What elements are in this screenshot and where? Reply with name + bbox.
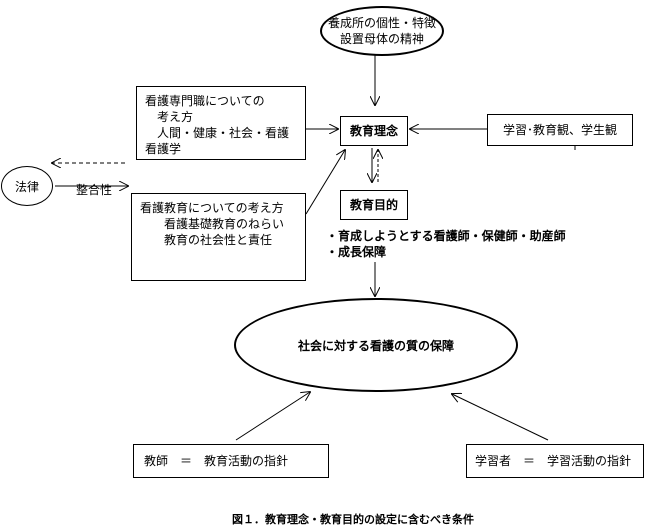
law-label: 法律 — [14, 179, 39, 194]
goal-bullet-1: ・育成しようとする看護師・保健師・助産師 — [326, 229, 566, 243]
arrow-teacher-to-quality — [235, 392, 310, 441]
consistency-label: 整合性 — [76, 183, 113, 197]
nursing-professional-box: 看護専門職についての 考え方 人間・健康・社会・看護 看護学 — [136, 86, 306, 160]
professional-line-1: 看護専門職についての — [145, 94, 265, 108]
goal-label: 教育目的 — [349, 198, 398, 212]
learning-view-label: 学習･教育観、学生観 — [502, 123, 617, 137]
quality-label: 社会に対する看護の質の保障 — [297, 338, 454, 353]
founding-text: 養成所の個性・特徴 設置母体の精神 — [328, 15, 436, 47]
education-line-3: 教育の社会性と責任 — [140, 233, 273, 247]
learner-label: 学習者 ＝ 学習活動の指針 — [475, 454, 632, 468]
education-line-1: 看護教育についての考え方 — [140, 201, 284, 215]
arrow-learner-to-quality — [452, 394, 549, 441]
philosophy-box: 教育理念 — [340, 116, 408, 146]
teacher-box: 教師 ＝ 教育活動の指針 — [133, 444, 329, 478]
nursing-education-box: 看護教育についての考え方 看護基礎教育のねらい 教育の社会性と責任 — [131, 193, 306, 281]
founding-line-1: 養成所の個性・特徴 — [327, 16, 436, 30]
goal-box: 教育目的 — [340, 190, 408, 220]
education-line-2: 看護基礎教育のねらい — [140, 217, 285, 231]
learning-view-box: 学習･教育観、学生観 — [487, 114, 633, 146]
founding-ellipse: 養成所の個性・特徴 設置母体の精神 — [320, 6, 444, 56]
teacher-label: 教師 ＝ 教育活動の指針 — [144, 454, 289, 468]
arrow-education-to-philosophy — [305, 150, 345, 215]
founding-line-2: 設置母体の精神 — [339, 32, 424, 46]
quality-ellipse: 社会に対する看護の質の保障 — [234, 298, 518, 392]
learner-box: 学習者 ＝ 学習活動の指針 — [466, 444, 644, 478]
figure-caption: 図１．教育理念・教育目的の設定に含むべき条件 — [232, 513, 474, 526]
goal-bullet-2: ・成長保障 — [326, 245, 387, 259]
professional-line-3: 人間・健康・社会・看護 — [145, 126, 290, 140]
professional-line-2: 考え方 — [145, 110, 194, 124]
professional-line-4: 看護学 — [145, 142, 182, 156]
philosophy-label: 教育理念 — [349, 124, 398, 138]
law-ellipse: 法律 — [1, 166, 53, 206]
